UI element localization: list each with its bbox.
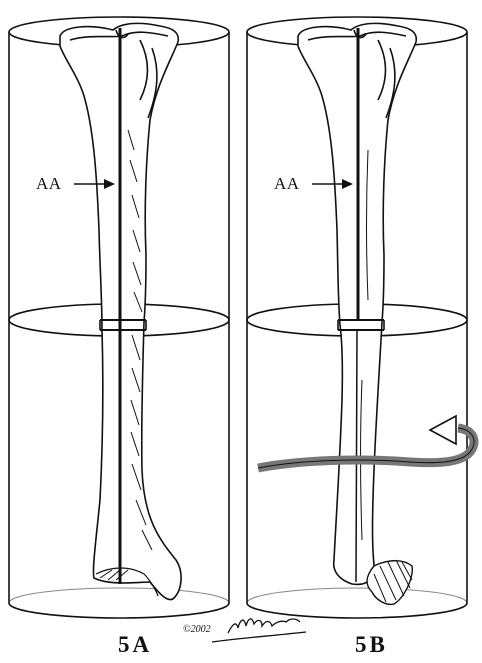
figure-caption-b: 5B bbox=[355, 632, 388, 658]
copyright-mark: ©2002 bbox=[183, 624, 211, 635]
panel-b bbox=[247, 17, 474, 618]
axis-label-a: AA bbox=[36, 174, 62, 194]
artist-signature bbox=[212, 619, 306, 642]
axis-label-b: AA bbox=[274, 174, 300, 194]
figure-caption-a: 5A bbox=[118, 632, 152, 658]
panel-a bbox=[9, 17, 229, 618]
rotated-distal-end-b bbox=[367, 560, 412, 604]
